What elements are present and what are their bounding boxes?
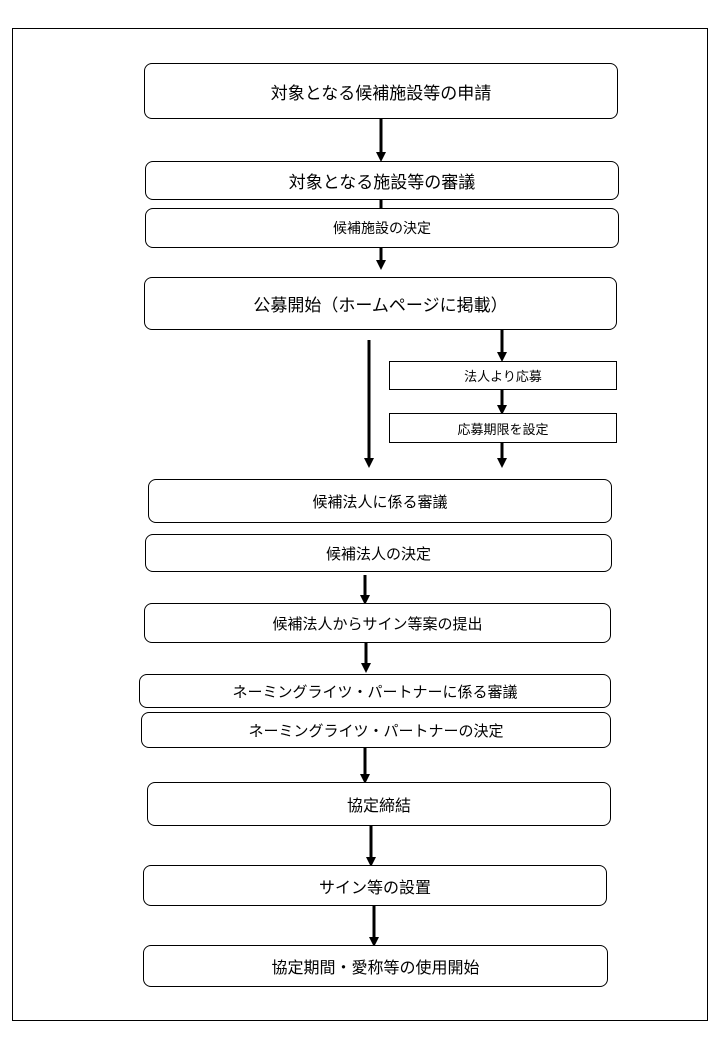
step-candidate-facility-decision: 候補施設の決定 [145, 208, 619, 248]
step-partner-decision: ネーミングライツ・パートナーの決定 [141, 712, 611, 748]
step-candidate-corp-deliberation: 候補法人に係る審議 [148, 479, 612, 523]
step-label: 公募開始（ホームページに掲載） [253, 296, 508, 316]
step-label: 協定締結 [346, 796, 411, 815]
step-label: 応募期限を設定 [457, 422, 549, 438]
diagram-frame [12, 28, 708, 1021]
step-agreement-period-start: 協定期間・愛称等の使用開始 [143, 945, 608, 987]
step-candidate-corp-decision: 候補法人の決定 [145, 534, 612, 572]
step-candidate-application: 対象となる候補施設等の申請 [144, 63, 618, 119]
step-facility-deliberation: 対象となる施設等の審議 [145, 161, 619, 200]
step-label: 候補法人からサイン等案の提出 [272, 614, 483, 633]
step-corporate-application: 法人より応募 [389, 361, 617, 390]
step-label: ネーミングライツ・パートナーの決定 [248, 721, 504, 740]
step-label: 候補法人に係る審議 [312, 492, 448, 511]
step-label: 候補法人の決定 [325, 544, 431, 563]
step-label: 対象となる候補施設等の申請 [270, 83, 492, 104]
step-label: ネーミングライツ・パートナーに係る審議 [232, 682, 518, 701]
step-label: 協定期間・愛称等の使用開始 [271, 958, 480, 977]
step-label: 候補施設の決定 [333, 221, 431, 237]
step-agreement-conclusion: 協定締結 [147, 782, 611, 826]
step-partner-deliberation: ネーミングライツ・パートナーに係る審議 [139, 674, 611, 708]
step-sign-proposal-submission: 候補法人からサイン等案の提出 [144, 603, 611, 643]
step-public-recruitment: 公募開始（ホームページに掲載） [144, 277, 617, 330]
step-label: 法人より応募 [464, 370, 542, 385]
step-label: 対象となる施設等の審議 [288, 173, 476, 193]
step-sign-installation: サイン等の設置 [143, 865, 607, 906]
step-label: サイン等の設置 [318, 877, 431, 897]
step-application-deadline: 応募期限を設定 [389, 413, 617, 443]
